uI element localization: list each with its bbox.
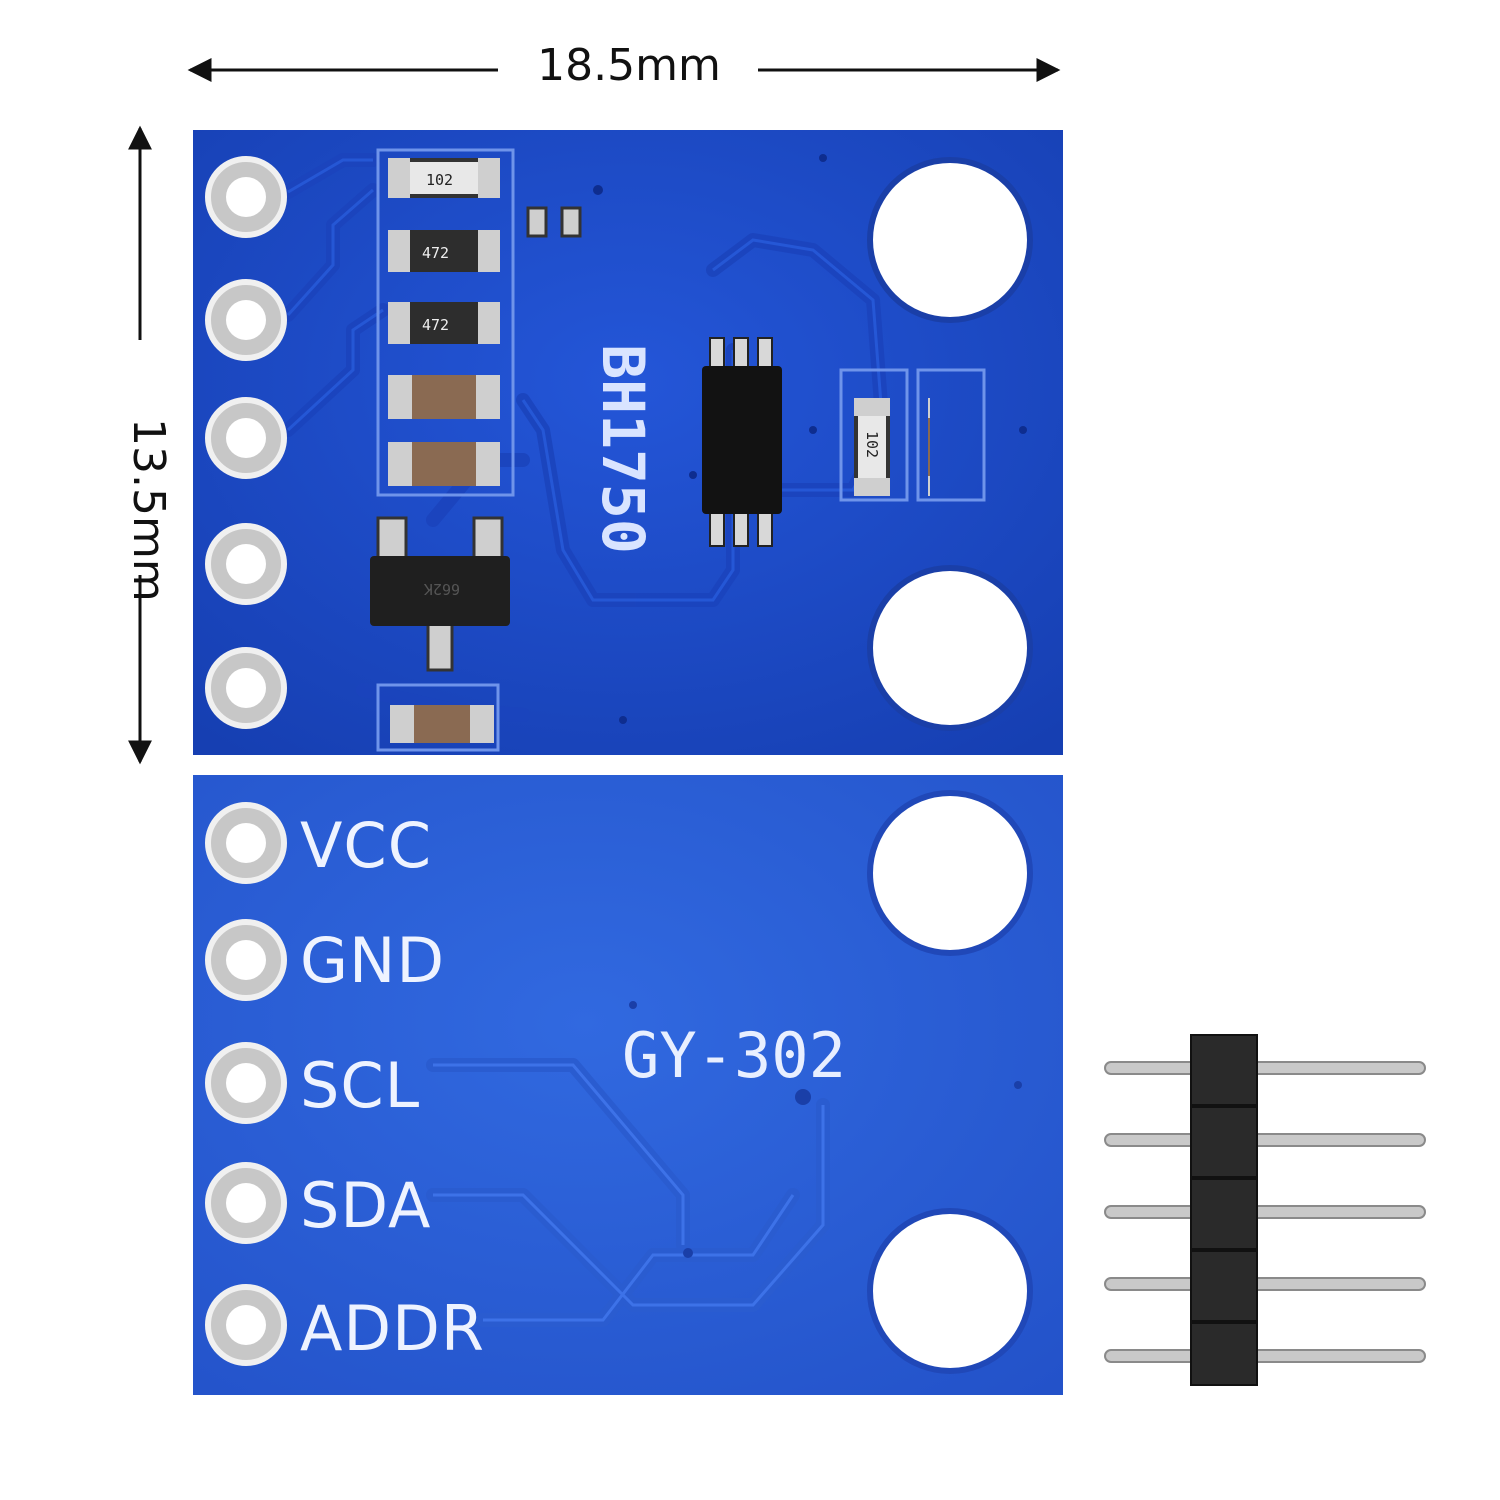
resistor-r1 [388, 158, 500, 198]
pin-label-sda: SDA [300, 1169, 432, 1242]
front-pin-hole-4 [205, 523, 287, 605]
header-plastic-body [1190, 1034, 1258, 1386]
voltage-regulator [370, 516, 510, 672]
front-components: 102 472 472 662K [370, 158, 930, 743]
capacitor-c1 [388, 375, 500, 419]
front-pin-holes [205, 156, 287, 729]
front-pin-hole-5 [205, 647, 287, 729]
pin-label-scl: SCL [300, 1049, 421, 1122]
resistor-r3 [388, 302, 500, 344]
back-mounting-holes [867, 790, 1033, 1374]
capacitor-c2 [388, 442, 500, 486]
pin-label-addr: ADDR [300, 1292, 485, 1365]
chip-silkscreen-label: BH1750 [589, 344, 657, 554]
back-mounting-hole-top [867, 790, 1033, 956]
back-pin-hole-scl [205, 1042, 287, 1124]
front-pin-hole-1 [205, 156, 287, 238]
front-mounting-holes [867, 157, 1033, 731]
resistor-r3-label: 472 [422, 316, 449, 334]
back-pin-hole-addr [205, 1284, 287, 1366]
back-pin-hole-vcc [205, 802, 287, 884]
header-pins [1104, 1061, 1426, 1363]
module-model-label: GY-302 [622, 1019, 846, 1092]
front-mounting-hole-top [867, 157, 1033, 323]
resistor-r4 [854, 398, 890, 496]
resistor-r1-label: 102 [426, 171, 453, 189]
pin-label-vcc: VCC [300, 809, 432, 882]
resistor-r2-label: 472 [422, 244, 449, 262]
back-pin-hole-sda [205, 1162, 287, 1244]
height-dimension-label: 13.5mm [123, 418, 174, 602]
back-pin-hole-gnd [205, 919, 287, 1001]
back-pin-holes [205, 802, 287, 1366]
resistor-r4-label: 102 [863, 431, 881, 458]
front-pin-hole-3 [205, 397, 287, 479]
bh1750-sensor-chip [702, 337, 782, 547]
capacitor-c3 [390, 705, 494, 743]
width-dimension-label: 18.5mm [537, 40, 721, 91]
back-mounting-hole-bottom [867, 1208, 1033, 1374]
regulator-label: 662K [424, 580, 460, 598]
capacitor-c4 [928, 398, 930, 496]
pin-header [1104, 1034, 1426, 1386]
front-mounting-hole-bottom [867, 565, 1033, 731]
front-pin-hole-2 [205, 279, 287, 361]
resistor-r2 [388, 230, 500, 272]
pin-label-gnd: GND [300, 924, 446, 997]
